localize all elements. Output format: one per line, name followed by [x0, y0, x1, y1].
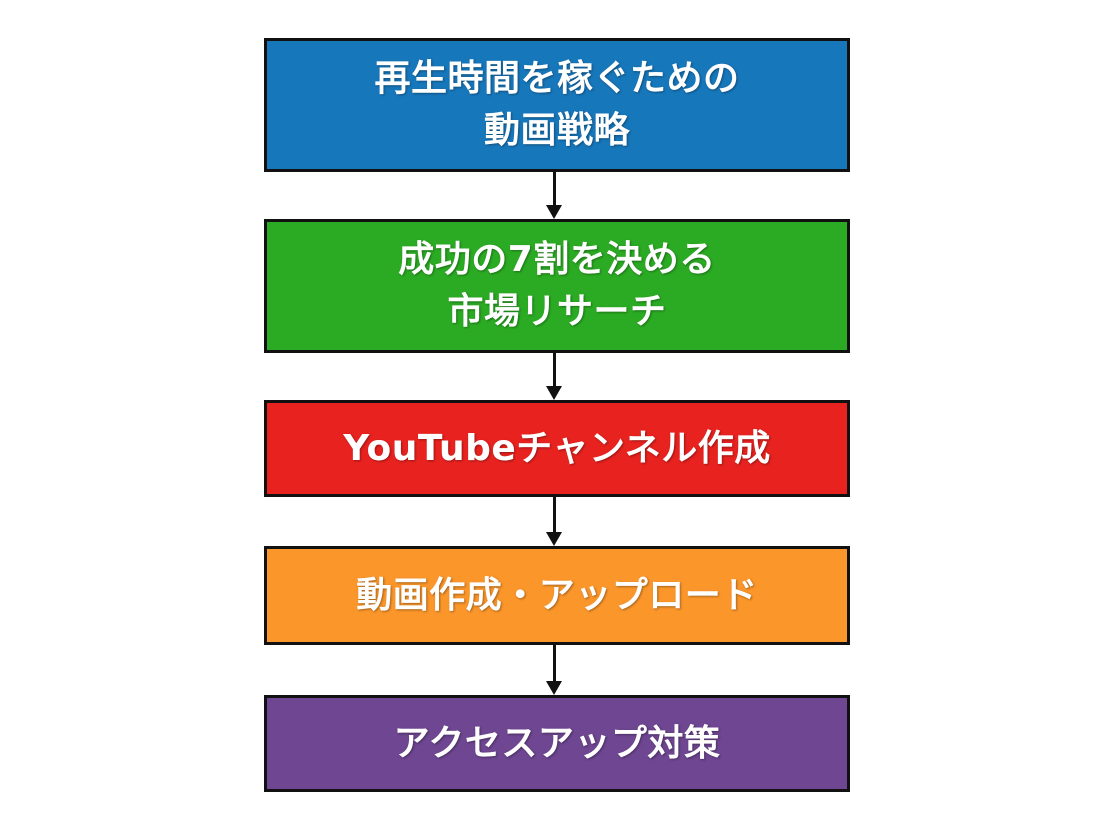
step-video-upload: 動画作成・アップロード [264, 546, 850, 645]
step-video-strategy: 再生時間を稼ぐための 動画戦略 [264, 38, 850, 172]
step-label: YouTubeチャンネル作成 [343, 427, 771, 469]
arrow-connector [546, 172, 562, 219]
arrow-connector [546, 645, 562, 695]
step-market-research: 成功の7割を決める 市場リサーチ [264, 219, 850, 353]
step-access-boost: アクセスアップ対策 [264, 695, 850, 792]
step-label: 動画作成・アップロード [356, 574, 758, 616]
step-label: アクセスアップ対策 [393, 722, 721, 764]
step-label: 成功の7割を決める 市場リサーチ [398, 239, 716, 332]
step-channel-creation: YouTubeチャンネル作成 [264, 400, 850, 497]
arrow-connector [546, 353, 562, 400]
arrow-connector [546, 497, 562, 546]
step-label: 再生時間を稼ぐための 動画戦略 [374, 58, 740, 151]
